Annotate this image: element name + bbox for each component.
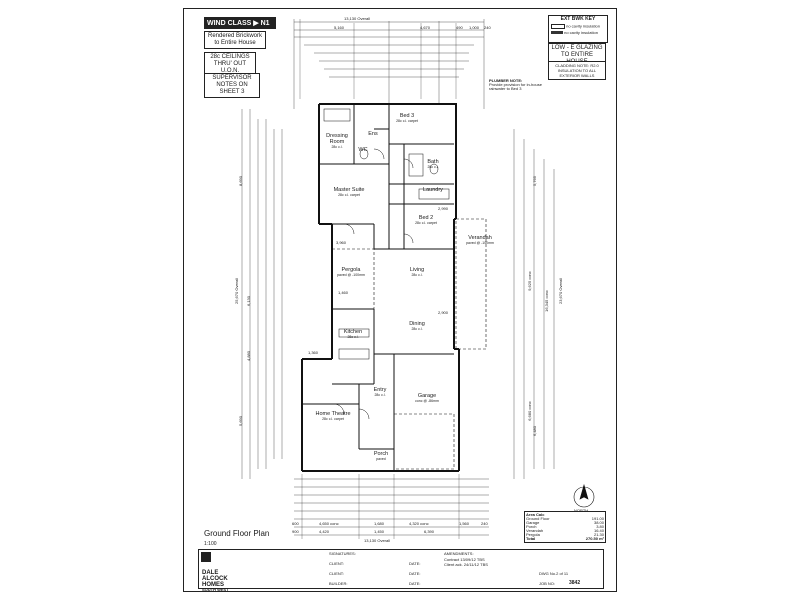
floor-plan-drawing xyxy=(241,19,595,539)
bottom-dim-r1-2: 1,680 xyxy=(374,521,385,526)
bottom-dim-r2-1: 4,420 xyxy=(319,529,330,534)
note-rendered-brickwork: Rendered Brickwork to Entire House xyxy=(204,31,266,49)
bottom-dim-overall: 13,130 Overall xyxy=(364,538,391,543)
outdoor-area-outlines xyxy=(331,218,487,470)
dimension-ticks xyxy=(299,19,460,539)
note-supervisor: SUPERVISOR NOTES ON SHEET 3 xyxy=(204,73,260,98)
left-dim-3: 4,880 xyxy=(246,350,252,362)
left-dim-1: 8,690 xyxy=(238,175,244,187)
sig-client-1: CLIENT: xyxy=(329,561,344,566)
fixtures xyxy=(323,108,450,360)
right-dimension-lines xyxy=(513,129,555,479)
bottom-dim-r2-2: 1,450 xyxy=(374,529,385,534)
job-number: 3842 xyxy=(569,580,581,586)
note-cladding: CLADDING NOTE: R2.0 INSULATION TO ALL EX… xyxy=(548,61,606,80)
area-row-total: Total 270.50 m² xyxy=(526,536,604,541)
dim-front-width: 1,360 xyxy=(308,350,319,355)
area-calc-table: Area Calc Ground Floor 191.00 Garage 38.… xyxy=(524,511,606,543)
top-dim-4: 1,000 xyxy=(469,25,480,30)
key-item-1: no cavity insulation xyxy=(551,24,605,29)
company-logo: DALE ALCOCK HOMES SOUTH WEST xyxy=(201,552,253,592)
area-row: Pergola 21.30 xyxy=(526,532,604,537)
arrow-right-icon: ▶ xyxy=(253,20,261,27)
title-block: DALE ALCOCK HOMES SOUTH WEST SIGNATURES:… xyxy=(198,549,604,592)
signatures-label: SIGNATURES: xyxy=(329,551,356,556)
key-item-2: no cavity insulation xyxy=(551,31,605,35)
dim-bed2-width: 2,990 xyxy=(438,206,449,211)
top-dimension-lines xyxy=(293,19,485,109)
north-label: NORTH xyxy=(574,508,589,513)
plan-scale: 1:100 xyxy=(204,541,217,547)
ext-bwk-key: EXT BWK KEY no cavity insulation no cavi… xyxy=(548,15,608,43)
wind-class-value: N1 xyxy=(260,20,270,27)
wind-class-label: WIND CLASS xyxy=(207,20,252,27)
plan-title: Ground Floor Plan xyxy=(204,529,270,538)
door-swings xyxy=(333,148,414,420)
drawing-sheet: WIND CLASS ▶ N1 Rendered Brickwork to En… xyxy=(183,8,617,592)
room-ens: Ens xyxy=(368,131,378,137)
sig-date-1: DATE: xyxy=(409,561,421,566)
bottom-dim-r1-3: 4,320 conc xyxy=(409,521,429,526)
area-row: Ground Floor 191.00 xyxy=(526,516,604,521)
exterior-walls xyxy=(301,103,460,472)
top-dim-5: 240 xyxy=(484,25,491,30)
right-dim-5: 6,480 xyxy=(532,425,538,437)
left-dim-4: 5,690 xyxy=(238,415,244,427)
sig-builder: BUILDER: xyxy=(329,581,348,586)
sig-date-2: DATE: xyxy=(409,571,421,576)
bottom-dim-r1-1: 4,650 conc xyxy=(319,521,339,526)
room-laundry: Laundry xyxy=(423,187,443,193)
right-dim-2: 9,625 conc xyxy=(526,271,532,291)
left-dim-2: 6,130 xyxy=(246,295,252,307)
sig-client-2: CLIENT: xyxy=(329,571,344,576)
logo-mark-icon xyxy=(201,552,211,562)
top-dim-3: 490 xyxy=(456,25,463,30)
north-arrow-icon xyxy=(573,483,595,508)
dim-pergola-width: 3,960 xyxy=(336,240,347,245)
right-dim-overall: 23,670 Overall xyxy=(558,277,564,305)
bottom-dim-left-1: 600 xyxy=(292,521,299,526)
plumber-note: PLUMBER NOTE:Provide provision for in-ho… xyxy=(489,78,542,91)
area-row: Porch 3.80 xyxy=(526,524,604,529)
dim-kitchen-width: 1,460 xyxy=(338,290,349,295)
job-label: JOB NO: xyxy=(539,581,556,586)
top-dim-overall: 13,130 Overall xyxy=(344,16,371,21)
amendment-row-1: Contract 13/09/12 TBS xyxy=(444,557,485,562)
right-dim-1: 5,765 xyxy=(532,175,538,187)
bottom-dim-left-2: 900 xyxy=(292,529,299,534)
amendments-label: AMENDMENTS: xyxy=(444,551,474,556)
bottom-dim-r2-3: 6,390 xyxy=(424,529,435,534)
left-dim-overall: 25,670 Overall xyxy=(234,277,240,305)
bottom-dimension-lines xyxy=(294,478,489,536)
dwg-no: DWG No.2 of 11 xyxy=(539,571,569,576)
top-dim-1: 5,160 xyxy=(334,25,345,30)
bottom-dim-r1-5: 240 xyxy=(481,521,488,526)
bottom-dim-r1-4: 1,560 xyxy=(459,521,470,526)
wind-class-badge: WIND CLASS ▶ N1 xyxy=(204,17,276,29)
sig-date-3: DATE: xyxy=(409,581,421,586)
amendment-row-2: Client ack. 24/11/12 TBS xyxy=(444,562,488,567)
top-dim-2: 4,670 xyxy=(420,25,431,30)
area-row: Verandah 16.40 xyxy=(526,528,604,533)
right-dim-3: 16,345 conc xyxy=(543,290,549,312)
right-dim-4: 6,680 conc xyxy=(526,401,532,421)
area-row: Garage 38.00 xyxy=(526,520,604,525)
dim-dining-width: 2,900 xyxy=(438,310,449,315)
left-dimension-lines xyxy=(241,109,283,479)
room-wc: WC xyxy=(358,147,368,153)
